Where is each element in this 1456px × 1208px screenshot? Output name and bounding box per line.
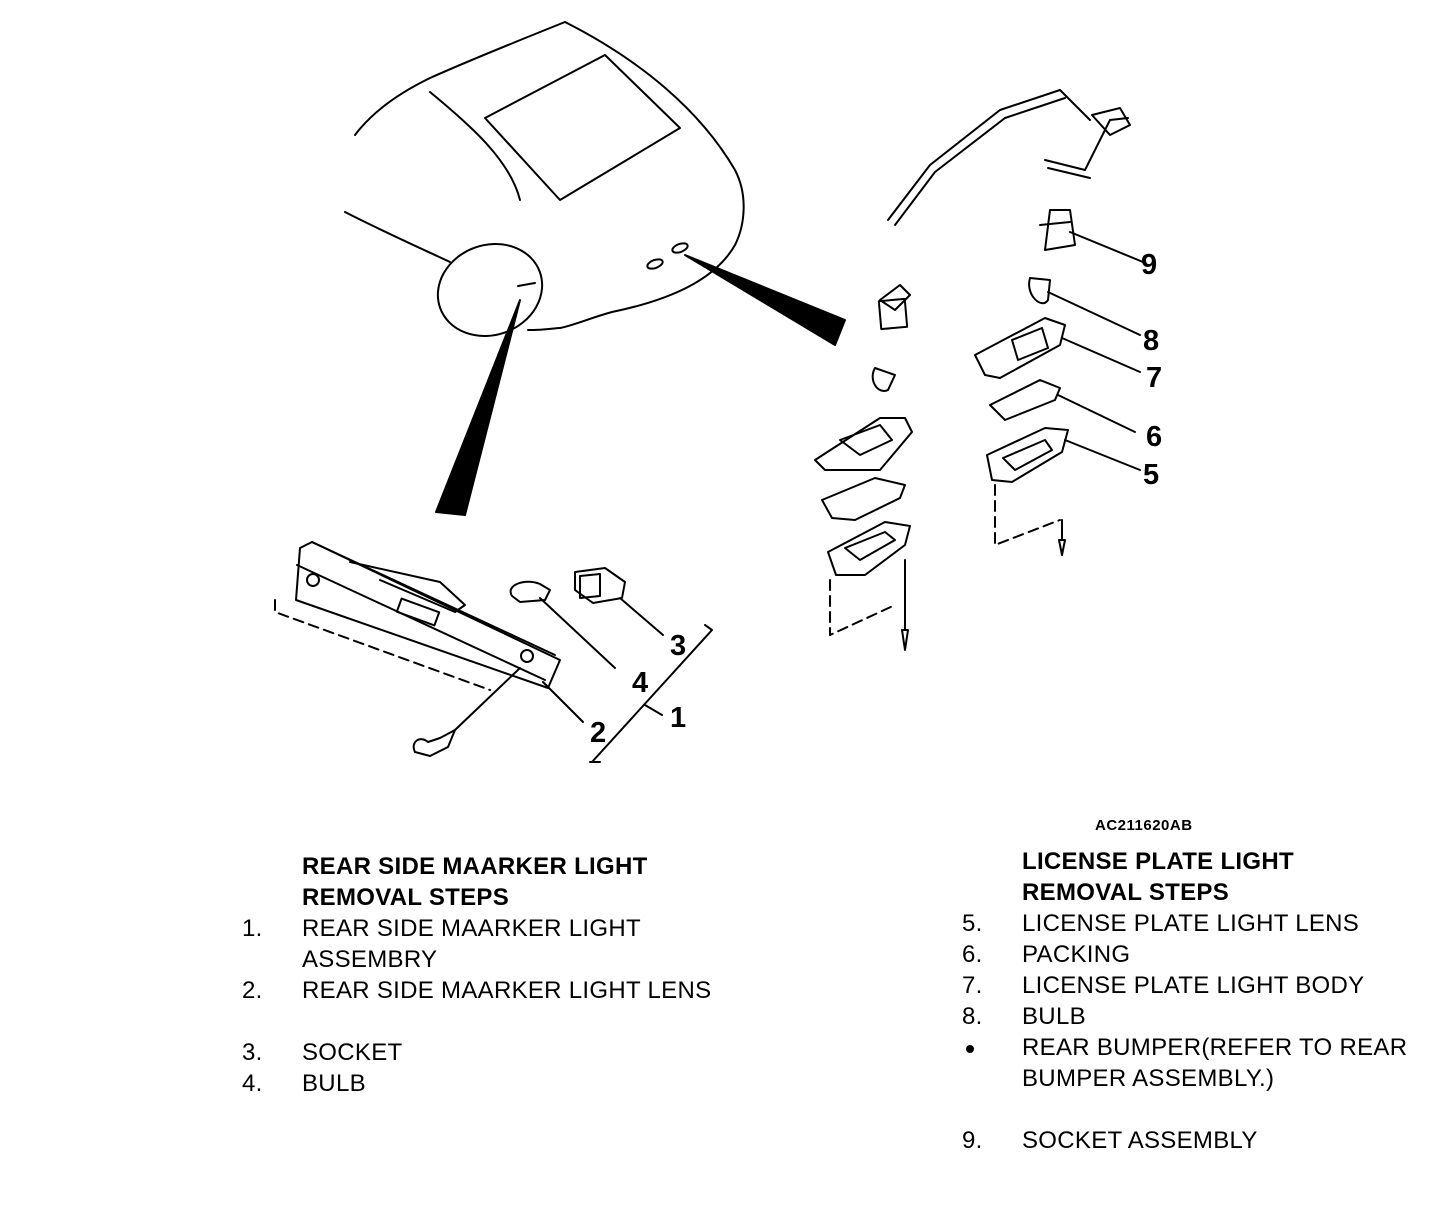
step-text: SOCKET bbox=[302, 1039, 403, 1066]
marker-light-bracket bbox=[274, 599, 491, 691]
bullet-icon bbox=[966, 1045, 974, 1053]
step-text: SOCKET ASSEMBLY bbox=[1022, 1127, 1258, 1154]
step-number: 5. bbox=[962, 910, 983, 937]
left-heading-line-1: REAR SIDE MAARKER LIGHT bbox=[302, 853, 648, 880]
license-light-assembly-right bbox=[974, 107, 1144, 556]
step-number: 3. bbox=[242, 1039, 263, 1066]
step-text: PACKING bbox=[1022, 941, 1131, 968]
callout-6: 6 bbox=[1146, 421, 1162, 453]
right-section-heading: LICENSE PLATE LIGHT REMOVAL STEPS bbox=[1022, 846, 1294, 908]
assembly-bracket bbox=[589, 624, 713, 763]
step-number: 1. bbox=[242, 915, 263, 942]
step-text: BULB bbox=[302, 1070, 366, 1097]
right-heading-line-1: LICENSE PLATE LIGHT bbox=[1022, 848, 1294, 875]
callout-3: 3 bbox=[670, 630, 686, 662]
step-text: LICENSE PLATE LIGHT BODY bbox=[1022, 972, 1365, 999]
step-text: REAR SIDE MAARKER LIGHT ASSEMBRY bbox=[302, 915, 641, 973]
figure-code: AC211620AB bbox=[1095, 817, 1193, 834]
license-light-assembly-left bbox=[814, 89, 1091, 651]
step-text: REAR BUMPER(REFER TO REAR BUMPER ASSEMBL… bbox=[1022, 1034, 1408, 1092]
step-text: REAR SIDE MAARKER LIGHT LENS bbox=[302, 977, 712, 1004]
callout-5: 5 bbox=[1143, 459, 1159, 491]
exploded-view-diagram: 1 2 3 4 5 6 7 8 9 bbox=[274, 21, 1162, 763]
car-rear-body bbox=[344, 21, 745, 338]
callout-2: 2 bbox=[590, 717, 606, 749]
step-number: 6. bbox=[962, 941, 983, 968]
step-text: LICENSE PLATE LIGHT LENS bbox=[1022, 910, 1360, 937]
right-heading-line-2: REMOVAL STEPS bbox=[1022, 879, 1230, 906]
step-number: 7. bbox=[962, 972, 983, 999]
step-number: 8. bbox=[962, 1003, 983, 1030]
step-number: 9. bbox=[962, 1127, 983, 1154]
step-number: 2. bbox=[242, 977, 263, 1004]
left-section-heading: REAR SIDE MAARKER LIGHT REMOVAL STEPS bbox=[302, 851, 648, 913]
callout-8: 8 bbox=[1143, 325, 1159, 357]
marker-light-lens bbox=[295, 541, 561, 689]
left-heading-line-2: REMOVAL STEPS bbox=[302, 884, 510, 911]
callout-7: 7 bbox=[1146, 362, 1162, 394]
marker-light-socket bbox=[574, 567, 664, 636]
callout-1: 1 bbox=[670, 702, 686, 734]
step-text: BULB bbox=[1022, 1003, 1086, 1030]
callout-4: 4 bbox=[632, 667, 648, 699]
pointer-beam-plate bbox=[684, 254, 846, 346]
callout-9: 9 bbox=[1141, 249, 1157, 281]
step-number: 4. bbox=[242, 1070, 263, 1097]
marker-light-bulb bbox=[509, 580, 616, 669]
marker-light-screw bbox=[412, 667, 521, 757]
pointer-beam-marker bbox=[435, 299, 521, 516]
